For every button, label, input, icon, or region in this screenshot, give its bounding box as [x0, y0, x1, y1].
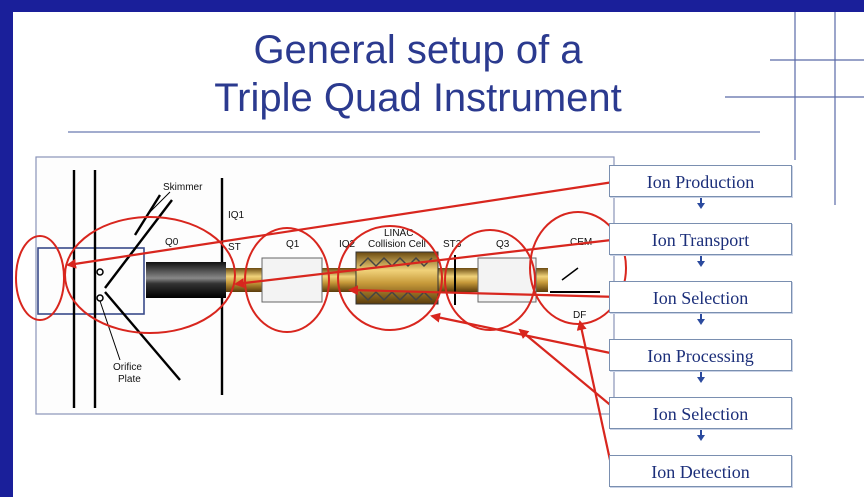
label-collision-cell: Collision Cell: [368, 239, 426, 250]
orifice-hole-upper: [96, 268, 104, 276]
label-iq2: IQ2: [339, 239, 356, 250]
label-st: ST: [228, 242, 241, 253]
flow-arrow-stem-3: [700, 314, 702, 320]
decorative-grid-lines: [725, 12, 864, 205]
flow-arrow-stem-2: [700, 256, 702, 262]
label-q0: Q0: [165, 237, 179, 248]
stage-ion-selection-2: Ion Selection: [609, 397, 792, 429]
flow-arrow-1: [697, 203, 705, 209]
flow-arrow-stem-4: [700, 372, 702, 378]
flow-arrow-3: [697, 319, 705, 325]
stage-ion-detection: Ion Detection: [609, 455, 792, 487]
red-annotations: [15, 211, 627, 334]
q0-rods: [146, 262, 226, 298]
flow-arrow-stem-1: [700, 198, 702, 204]
stage-ion-selection-1: Ion Selection: [609, 281, 792, 313]
ion-source-box: [37, 247, 145, 315]
label-plate: Plate: [118, 374, 141, 385]
slide-title: General setup of a Triple Quad Instrumen…: [13, 26, 823, 122]
ellipse-q1: [244, 227, 330, 333]
flow-arrow-4: [697, 377, 705, 383]
skimmer-cone: [104, 194, 181, 381]
detector-arrow: [561, 267, 579, 281]
title-line-2: Triple Quad Instrument: [214, 76, 622, 120]
collision-cell-zigzag-bottom: [359, 290, 433, 302]
ellipse-q0: [64, 216, 236, 334]
label-skimmer: Skimmer: [163, 182, 203, 193]
ellipse-q3: [444, 229, 536, 331]
label-st3: ST3: [443, 239, 462, 250]
stage-ion-production: Ion Production: [609, 165, 792, 197]
label-linac: LINAC: [384, 228, 413, 239]
flow-arrow-stem-5: [700, 430, 702, 436]
label-q3: Q3: [496, 239, 510, 250]
red-arrows: [66, 179, 621, 461]
label-orifice: Orifice: [113, 362, 142, 373]
title-line-1: General setup of a: [253, 28, 583, 72]
orifice-plate-leader: [99, 300, 121, 361]
stage-ion-transport: Ion Transport: [609, 223, 792, 255]
stage-ion-processing: Ion Processing: [609, 339, 792, 371]
flow-arrow-2: [697, 261, 705, 267]
label-iq1: IQ1: [228, 210, 245, 221]
label-df: DF: [573, 310, 586, 321]
ellipse-ion-source: [15, 235, 65, 321]
skimmer-leader: [149, 191, 171, 213]
ellipse-collision-cell: [337, 225, 443, 331]
label-q1: Q1: [286, 239, 300, 250]
flow-arrow-5: [697, 435, 705, 441]
